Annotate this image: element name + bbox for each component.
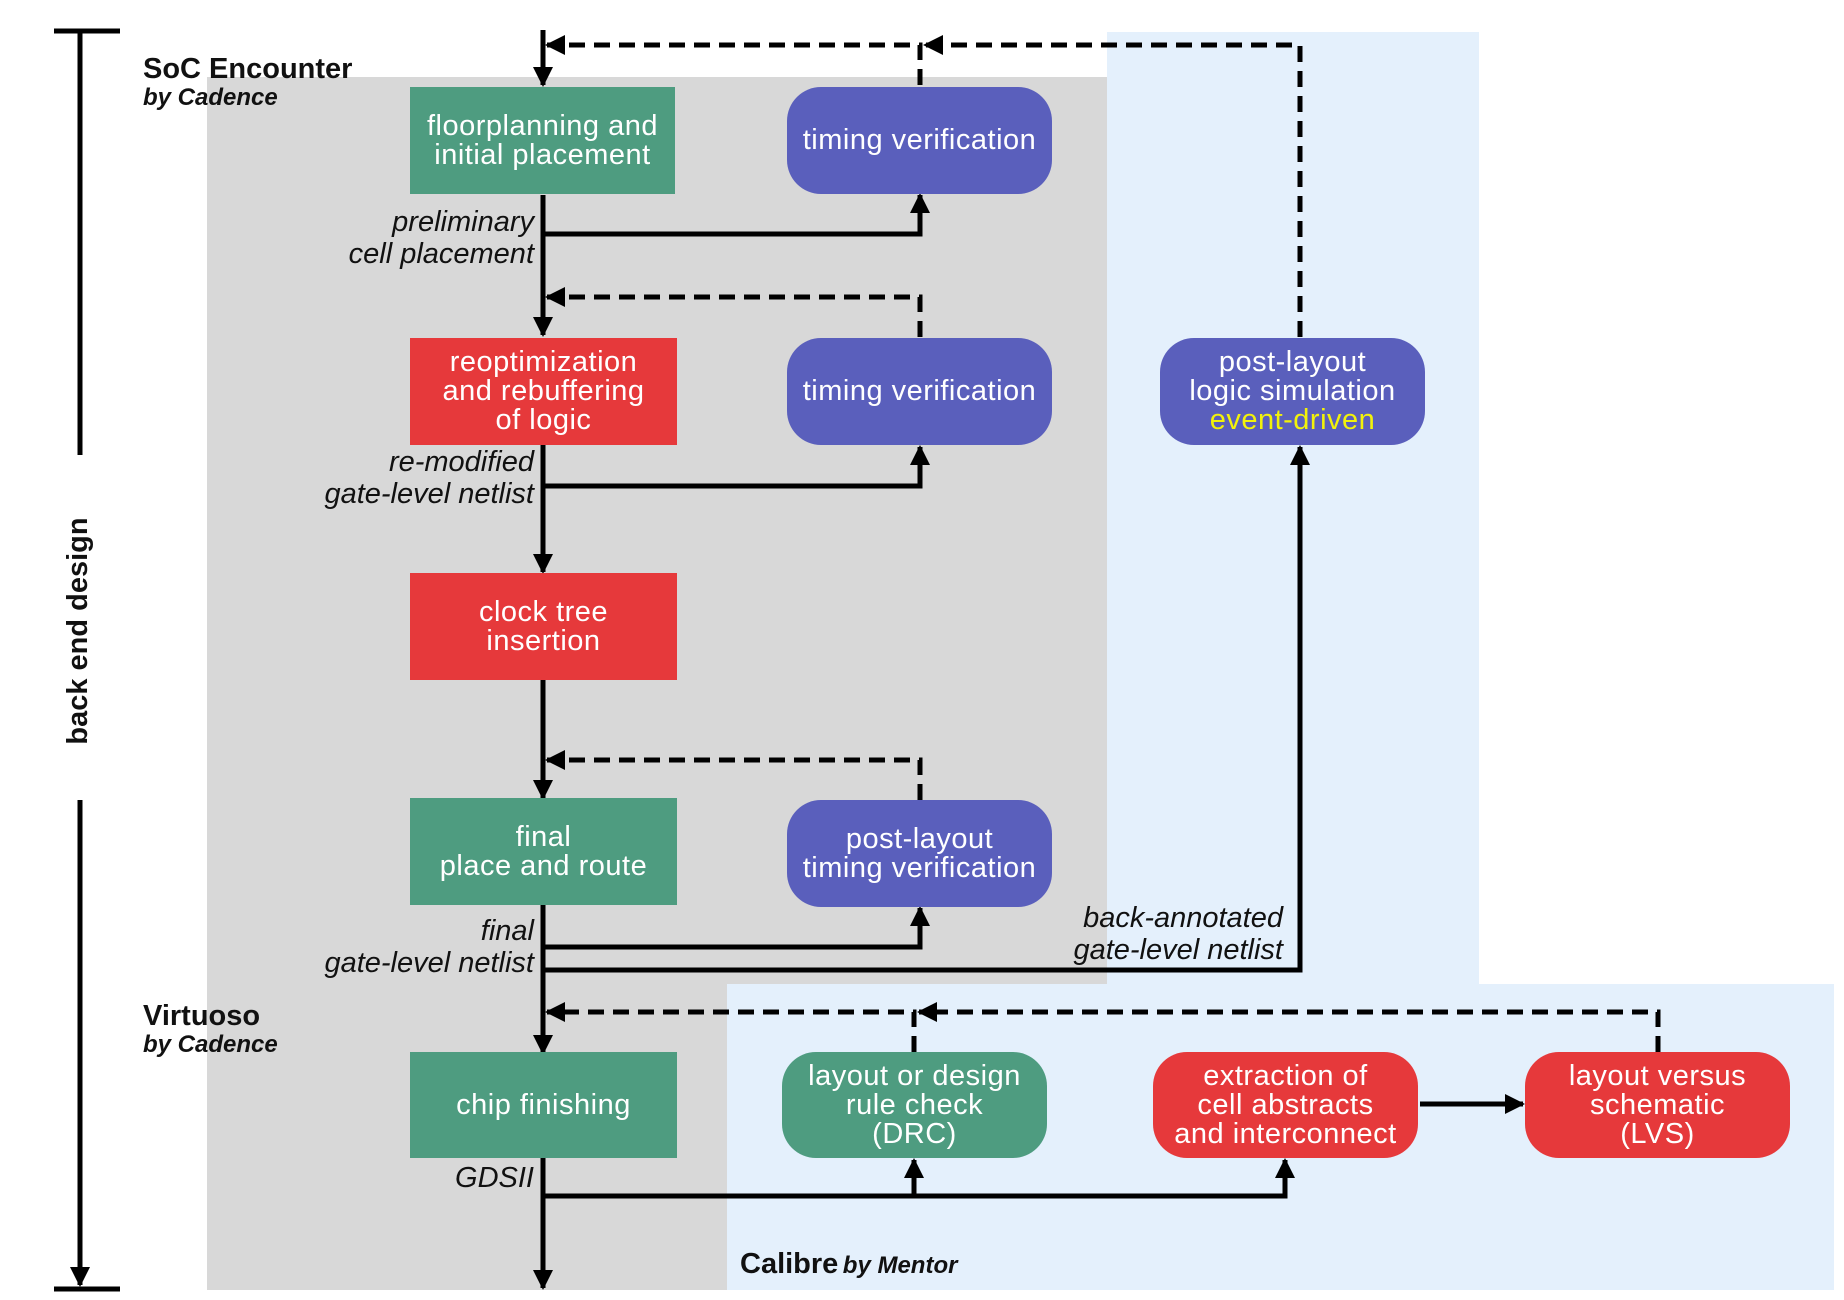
back-annotated-netlist-label: back-annotated gate-level netlist <box>1073 902 1283 967</box>
chip-finishing-block: chip finishing <box>410 1052 677 1158</box>
gdsii-label: GDSII <box>455 1162 534 1194</box>
feedback-lvs <box>917 1002 1661 1052</box>
feedback-timing-2 <box>545 287 923 337</box>
feedback-drc <box>545 1002 917 1052</box>
feed-postsim <box>543 445 1310 973</box>
feed-timing-1 <box>543 193 930 237</box>
re-modified-netlist-label: re-modified gate-level netlist <box>324 446 534 511</box>
simulation-region <box>1107 32 1479 984</box>
final-netlist-label: final gate-level netlist <box>324 915 534 980</box>
feed-extraction <box>914 1158 1295 1199</box>
timing-verification-block-2: timing verification <box>787 338 1052 445</box>
calibre-tool-label: Calibre by Mentor <box>740 1248 958 1280</box>
feed-postlayout-timing <box>543 906 930 950</box>
soc-encounter-tool-label: SoC Encounter by Cadence <box>143 53 353 112</box>
virtuoso-tool-label: Virtuoso by Cadence <box>143 1000 278 1059</box>
timing-verification-block-1: timing verification <box>787 87 1052 194</box>
feed-timing-2 <box>543 445 930 489</box>
feedback-timing-1 <box>545 35 923 85</box>
feedback-postlayout-timing <box>545 750 923 800</box>
feed-drc <box>543 1158 924 1199</box>
preliminary-cell-placement-label: preliminary cell placement <box>348 206 534 271</box>
back-end-design-label: back end design <box>62 517 94 745</box>
